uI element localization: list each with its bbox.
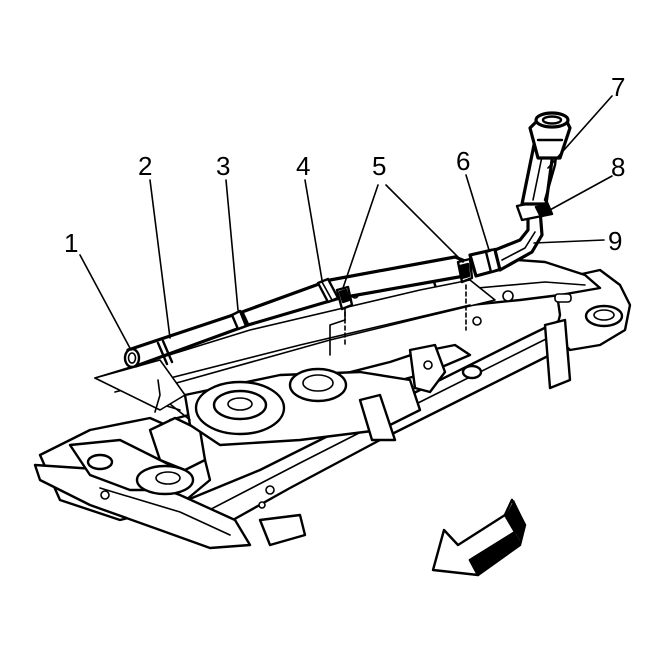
fuel-filler-pipe [123,111,572,369]
callout-6: 6 [456,146,470,176]
callout-2: 2 [138,151,152,181]
vehicle-frame [33,256,632,550]
callout-3: 3 [216,151,230,181]
callout-labels: 1 2 3 4 5 6 7 8 9 [64,72,625,258]
callout-9: 9 [608,226,622,256]
callout-leaders [79,95,613,351]
callout-7: 7 [611,72,625,102]
callout-1: 1 [64,228,78,258]
callout-8: 8 [611,152,625,182]
front-direction-arrow-icon [431,498,527,577]
callout-5: 5 [372,151,386,181]
callout-4: 4 [296,151,310,181]
